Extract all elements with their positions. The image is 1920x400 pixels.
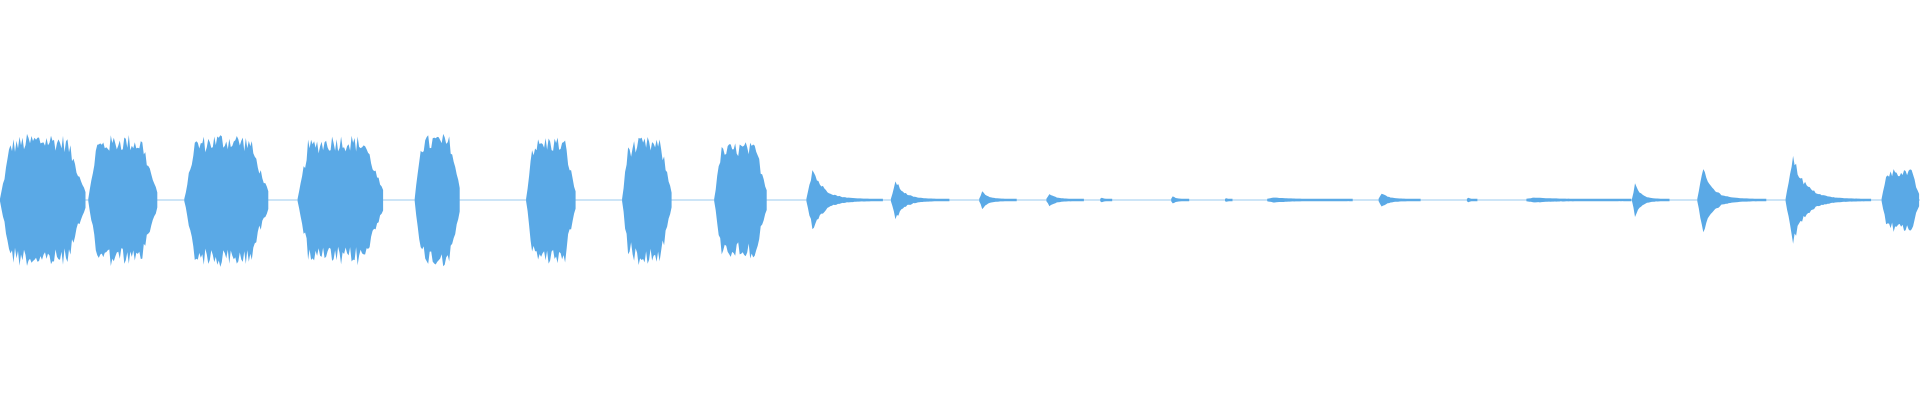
waveform-burst [1697,169,1767,233]
waveform-burst [1225,198,1233,202]
waveform-burst [88,135,158,266]
waveform-bursts [0,133,1920,267]
waveform-burst [414,133,460,267]
waveform-burst [1466,197,1478,203]
waveform-burst [979,191,1017,210]
waveform-burst [0,133,86,266]
waveform-burst [806,170,883,230]
waveform-burst [1632,183,1670,217]
waveform-burst [1100,197,1113,203]
waveform-burst [622,137,672,265]
waveform-burst [1378,193,1421,207]
waveform-burst [714,142,767,259]
waveform-burst [1881,169,1920,232]
waveform-burst [1046,194,1084,207]
waveform-burst [526,137,576,264]
waveform-burst [1171,196,1190,204]
waveform-burst [297,135,384,266]
waveform-burst [1526,197,1632,203]
waveform-burst [890,181,950,220]
waveform-burst [1785,155,1872,244]
waveform-burst [184,135,269,267]
waveform-burst [1267,197,1353,203]
